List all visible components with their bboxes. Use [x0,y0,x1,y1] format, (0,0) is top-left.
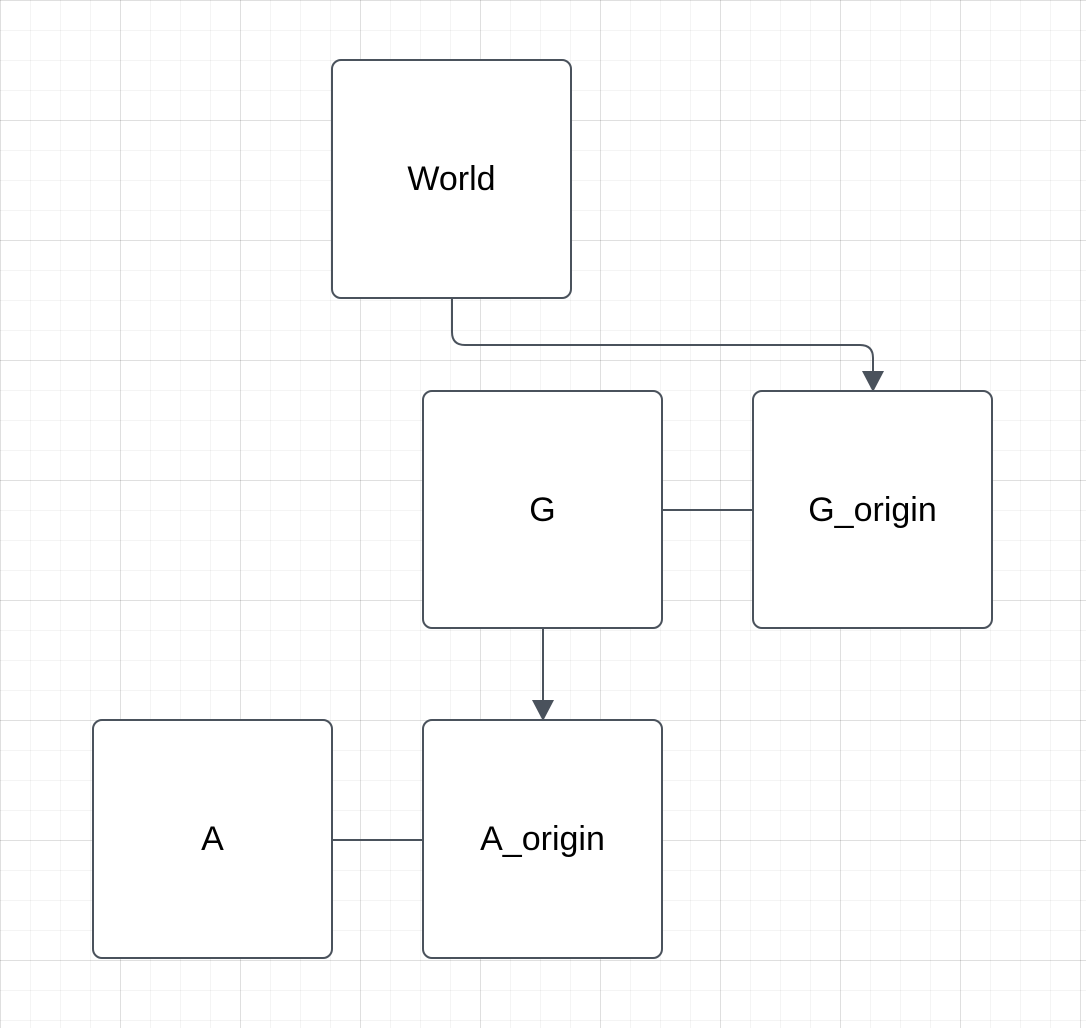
arrowhead-icon-g_origin [862,371,884,392]
edge-world-to-g_origin [451,299,874,371]
node-label-world: World [407,160,496,198]
node-g-origin[interactable]: G_origin [752,390,993,629]
node-label-g: G [529,490,556,529]
node-label-a-origin: A_origin [480,820,605,858]
node-world[interactable]: World [331,59,572,299]
node-label-a: A [201,820,224,858]
node-a-origin[interactable]: A_origin [422,719,663,959]
node-a[interactable]: A [92,719,333,959]
node-g[interactable]: G [422,390,663,629]
node-label-g-origin: G_origin [808,490,937,529]
arrowhead-icon-a_origin [532,700,554,721]
